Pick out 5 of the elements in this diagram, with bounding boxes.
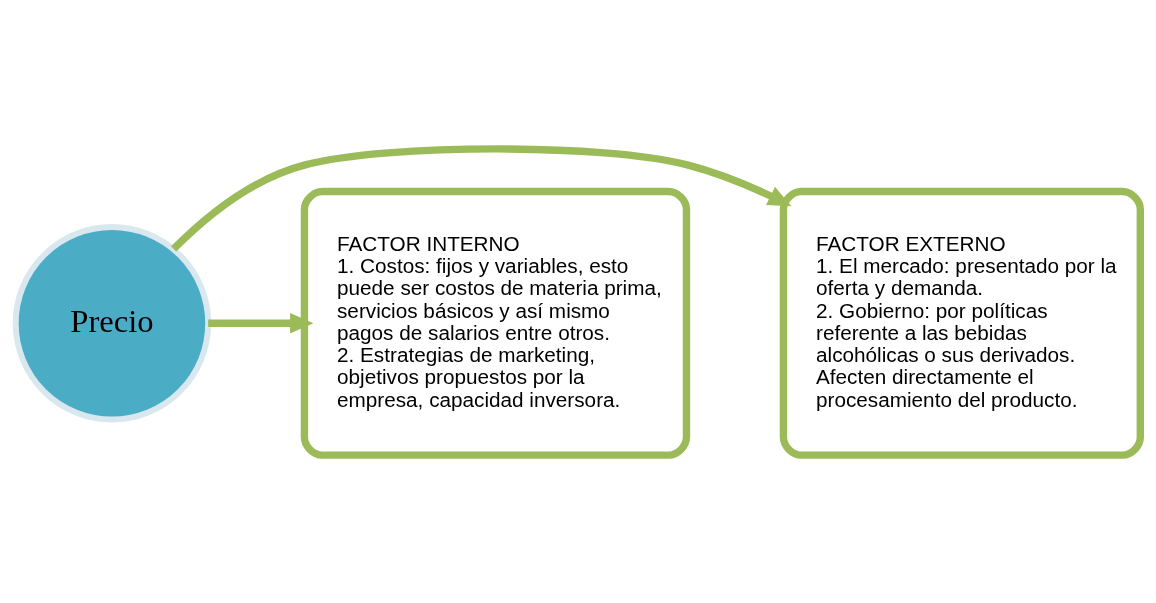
node-circle: Precio (12, 223, 212, 422)
node-box: FACTOR EXTERNO 1. El mercado: presentado por la oferta y demanda. 2. Gobierno: por políticas referente a las bebidas alcohólicas o sus derivados. Afecten directamente el procesamiento del producto. (779, 187, 1144, 459)
arrow (171, 144, 792, 252)
node-box: FACTOR INTERNO 1. Costos: fijos y variables, esto puede ser costos de materia prima, servicios básicos y así mismo pagos de salarios entre otros. 2. Estrategias de marketing, objetivos propuestos por la empresa, capacidad inversora. (300, 187, 691, 459)
arrow (208, 312, 314, 333)
